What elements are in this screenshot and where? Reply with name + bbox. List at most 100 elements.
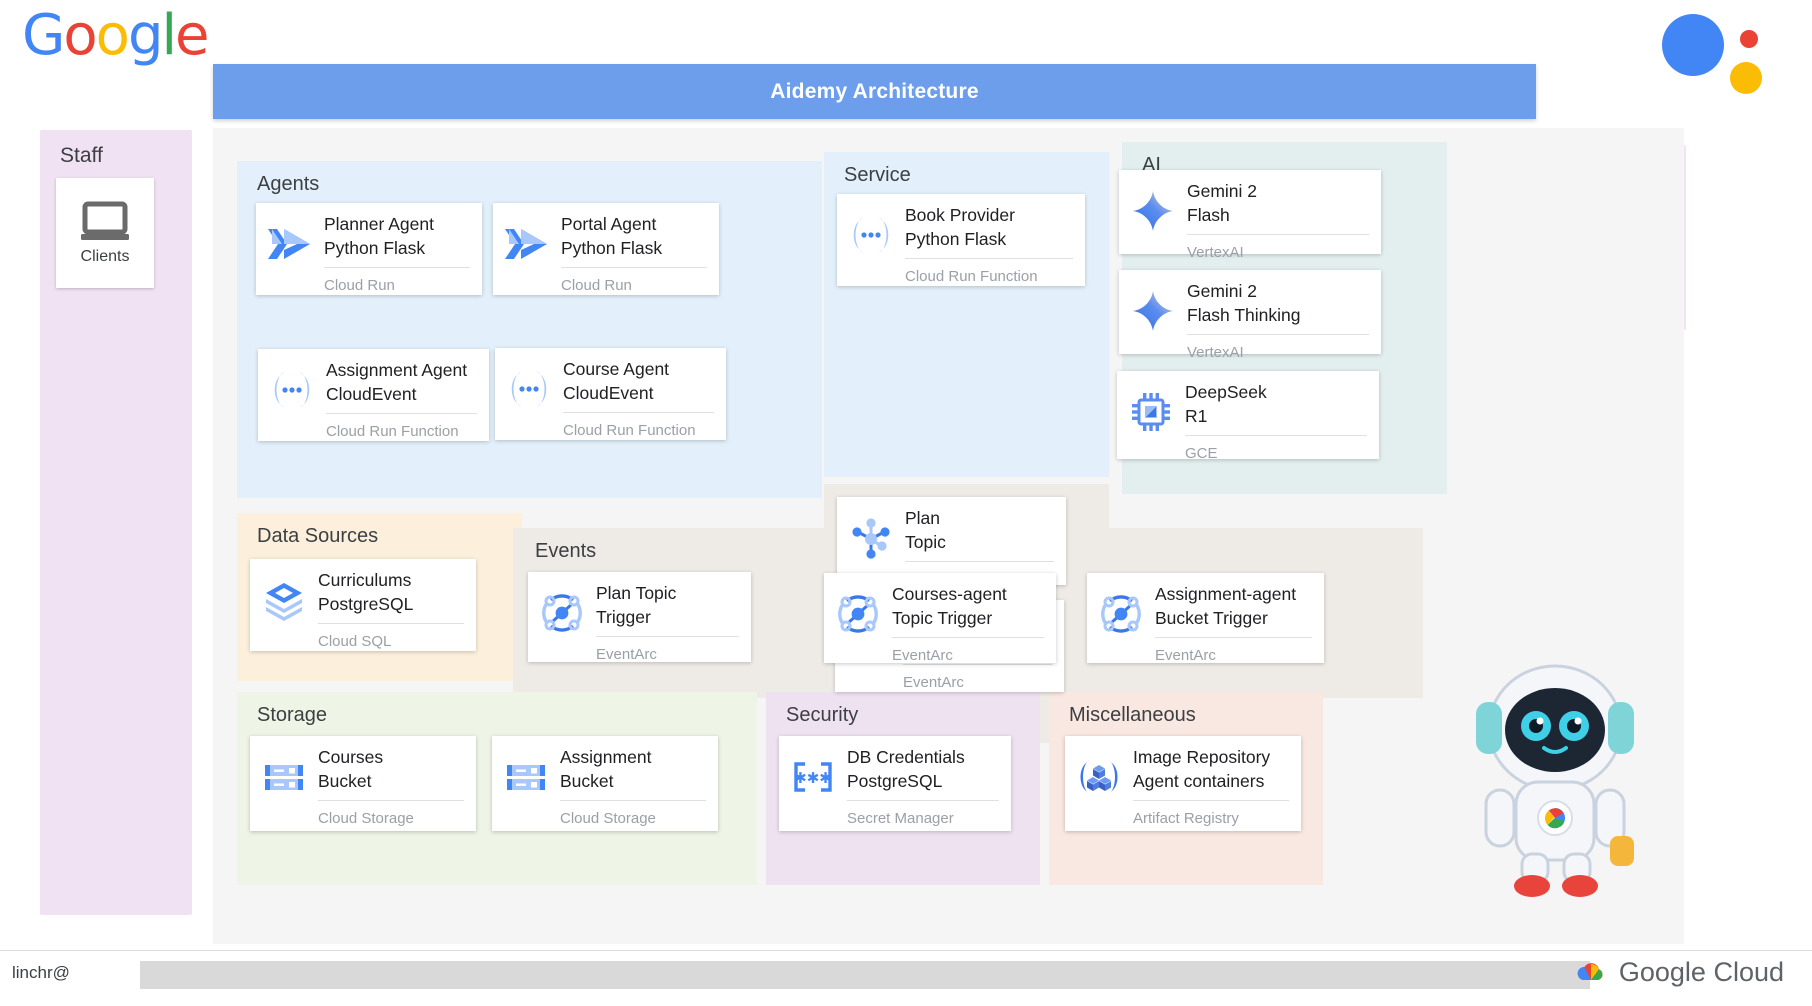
robot-mascot xyxy=(1460,640,1650,900)
card-title-line1: Portal Agent xyxy=(561,214,657,234)
cloud-storage-icon xyxy=(492,746,560,808)
card-gemini-flash-thinking[interactable]: Gemini 2 Flash Thinking VertexAI xyxy=(1119,270,1381,361)
card-subtitle: EventArc xyxy=(1155,646,1216,664)
card-title-line1: Assignment Agent xyxy=(326,360,468,380)
card-divider xyxy=(318,622,464,624)
card-assignment-agent-bucket-trigger[interactable]: Assignment-agent Bucket Trigger EventArc xyxy=(1087,573,1324,664)
card-divider xyxy=(596,635,739,637)
cloud-storage-icon xyxy=(250,746,318,808)
card-divider xyxy=(905,257,1073,259)
card-title-line2: Bucket xyxy=(318,770,372,791)
pubsub-icon xyxy=(837,507,905,569)
card-subtitle: Cloud SQL xyxy=(318,632,392,650)
group-data-sources: Data Sources Curriculums PostgreSQL Clou… xyxy=(237,513,522,681)
card-gemini-flash[interactable]: Gemini 2 Flash VertexAI xyxy=(1119,170,1381,261)
card-portal-agent[interactable]: Portal Agent Python Flask Cloud Run xyxy=(493,203,719,295)
card-title-line2: PostgreSQL xyxy=(847,770,943,791)
card-title-line1: Curriculums xyxy=(318,570,412,590)
card-divider xyxy=(318,799,464,801)
svg-text:✱✱✱: ✱✱✱ xyxy=(794,769,832,787)
card-plan-topic-trigger[interactable]: Plan Topic Trigger EventArc xyxy=(528,572,751,663)
card-planner-agent[interactable]: Planner Agent Python Flask Cloud Run xyxy=(256,203,482,295)
card-title-line1: Courses-agent xyxy=(892,584,1007,604)
card-title-line1: Gemini 2 xyxy=(1187,181,1258,201)
group-service-title: Service xyxy=(844,164,911,186)
card-title-line1: Course Agent xyxy=(563,359,670,379)
card-title-line2: PostgreSQL xyxy=(318,593,414,614)
card-title-line1: Gemini 2 xyxy=(1187,281,1258,301)
card-subtitle: VertexAI xyxy=(1187,343,1244,361)
group-agents-title: Agents xyxy=(257,173,320,195)
card-title-line2: Python Flask xyxy=(561,237,663,258)
card-image-repository[interactable]: Image Repository Agent containers Artifa… xyxy=(1065,736,1301,831)
card-assignment-bucket[interactable]: Assignment Bucket Cloud Storage xyxy=(492,736,718,831)
card-title-line1: Assignment-agent xyxy=(1155,584,1297,604)
card-title-line2: Trigger xyxy=(596,606,651,627)
card-title-line1: Plan xyxy=(905,508,941,528)
card-subtitle: Cloud Storage xyxy=(560,809,656,827)
card-title-line2: CloudEvent xyxy=(326,383,417,404)
card-divider xyxy=(560,799,706,801)
card-subtitle: GCE xyxy=(1185,444,1218,462)
footer-progress-bar xyxy=(140,961,1590,989)
card-title-line2: Topic Trigger xyxy=(892,607,993,628)
cloud-icon xyxy=(1577,962,1603,980)
diagram-title-bar: Aidemy Architecture xyxy=(213,64,1536,119)
card-title-line1: DeepSeek xyxy=(1185,382,1267,402)
card-title-line2: Flash Thinking xyxy=(1187,304,1301,325)
card-divider xyxy=(326,412,477,414)
footer-user-label: linchr@ xyxy=(12,963,70,982)
card-db-credentials[interactable]: ✱✱✱ DB Credentials PostgreSQL Secret Man… xyxy=(779,736,1011,831)
google-logo: Google xyxy=(22,8,210,64)
gemini-sparkle-icon xyxy=(1119,180,1187,242)
card-plan-topic[interactable]: Plan Topic Pub/Sub xyxy=(837,497,1066,588)
card-book-provider[interactable]: Book Provider Python Flask Cloud Run Fun… xyxy=(837,194,1085,286)
card-subtitle: Artifact Registry xyxy=(1133,809,1239,827)
laptop-icon xyxy=(77,200,133,244)
card-divider xyxy=(324,266,470,268)
logo-letter-o2: o xyxy=(95,3,130,68)
page-title: Aidemy Architecture xyxy=(770,79,979,103)
logo-letter-G: G xyxy=(22,3,65,68)
group-events-title: Events xyxy=(535,540,597,562)
card-subtitle: Cloud Run xyxy=(324,276,395,294)
card-curriculums[interactable]: Curriculums PostgreSQL Cloud SQL xyxy=(250,559,476,651)
artifact-registry-icon xyxy=(1065,746,1133,808)
group-security: Security ✱✱✱ DB Credentials PostgreSQL S… xyxy=(766,692,1040,885)
assistant-yellow-dot xyxy=(1730,62,1762,94)
card-courses-agent-topic-trigger[interactable]: Courses-agent Topic Trigger EventArc xyxy=(824,573,1056,664)
cloud-run-icon xyxy=(493,213,561,275)
card-divider xyxy=(903,663,1052,665)
card-subtitle: EventArc xyxy=(892,646,953,664)
card-title-line1: DB Credentials xyxy=(847,747,965,767)
card-assignment-agent[interactable]: Assignment Agent CloudEvent Cloud Run Fu… xyxy=(258,349,489,441)
group-agents: Agents Planner Agent Python Flask Cloud … xyxy=(237,161,822,498)
card-title-line1: Assignment xyxy=(560,747,652,767)
secret-manager-icon: ✱✱✱ xyxy=(779,746,847,808)
logo-letter-g: g xyxy=(127,3,164,68)
eventarc-icon xyxy=(1087,583,1155,645)
card-subtitle: Secret Manager xyxy=(847,809,954,827)
card-title-line1: Planner Agent xyxy=(324,214,434,234)
card-title-line1: Image Repository xyxy=(1133,747,1271,767)
group-security-title: Security xyxy=(786,704,859,726)
card-divider xyxy=(1185,434,1367,436)
eventarc-icon xyxy=(824,583,892,645)
card-subtitle: Cloud Run Function xyxy=(563,421,696,439)
card-subtitle: Cloud Run Function xyxy=(326,422,459,440)
card-courses-bucket[interactable]: Courses Bucket Cloud Storage xyxy=(250,736,476,831)
card-title-line1: Plan Topic xyxy=(596,583,677,603)
google-cloud-logo: Google Cloud xyxy=(1573,957,1784,988)
google-cloud-wordmark: Google Cloud xyxy=(1618,957,1784,987)
card-divider xyxy=(563,411,714,413)
group-data-sources-title: Data Sources xyxy=(257,525,379,547)
staff-clients-card[interactable]: Clients xyxy=(56,178,154,288)
eventarc-icon xyxy=(528,582,596,644)
card-title-line2: Python Flask xyxy=(324,237,426,258)
card-course-agent[interactable]: Course Agent CloudEvent Cloud Run Functi… xyxy=(495,348,726,440)
card-title-line2: Python Flask xyxy=(905,228,1007,249)
card-deepseek-r1[interactable]: DeepSeek R1 GCE xyxy=(1117,371,1379,462)
card-divider xyxy=(892,636,1044,638)
card-divider xyxy=(1187,233,1369,235)
